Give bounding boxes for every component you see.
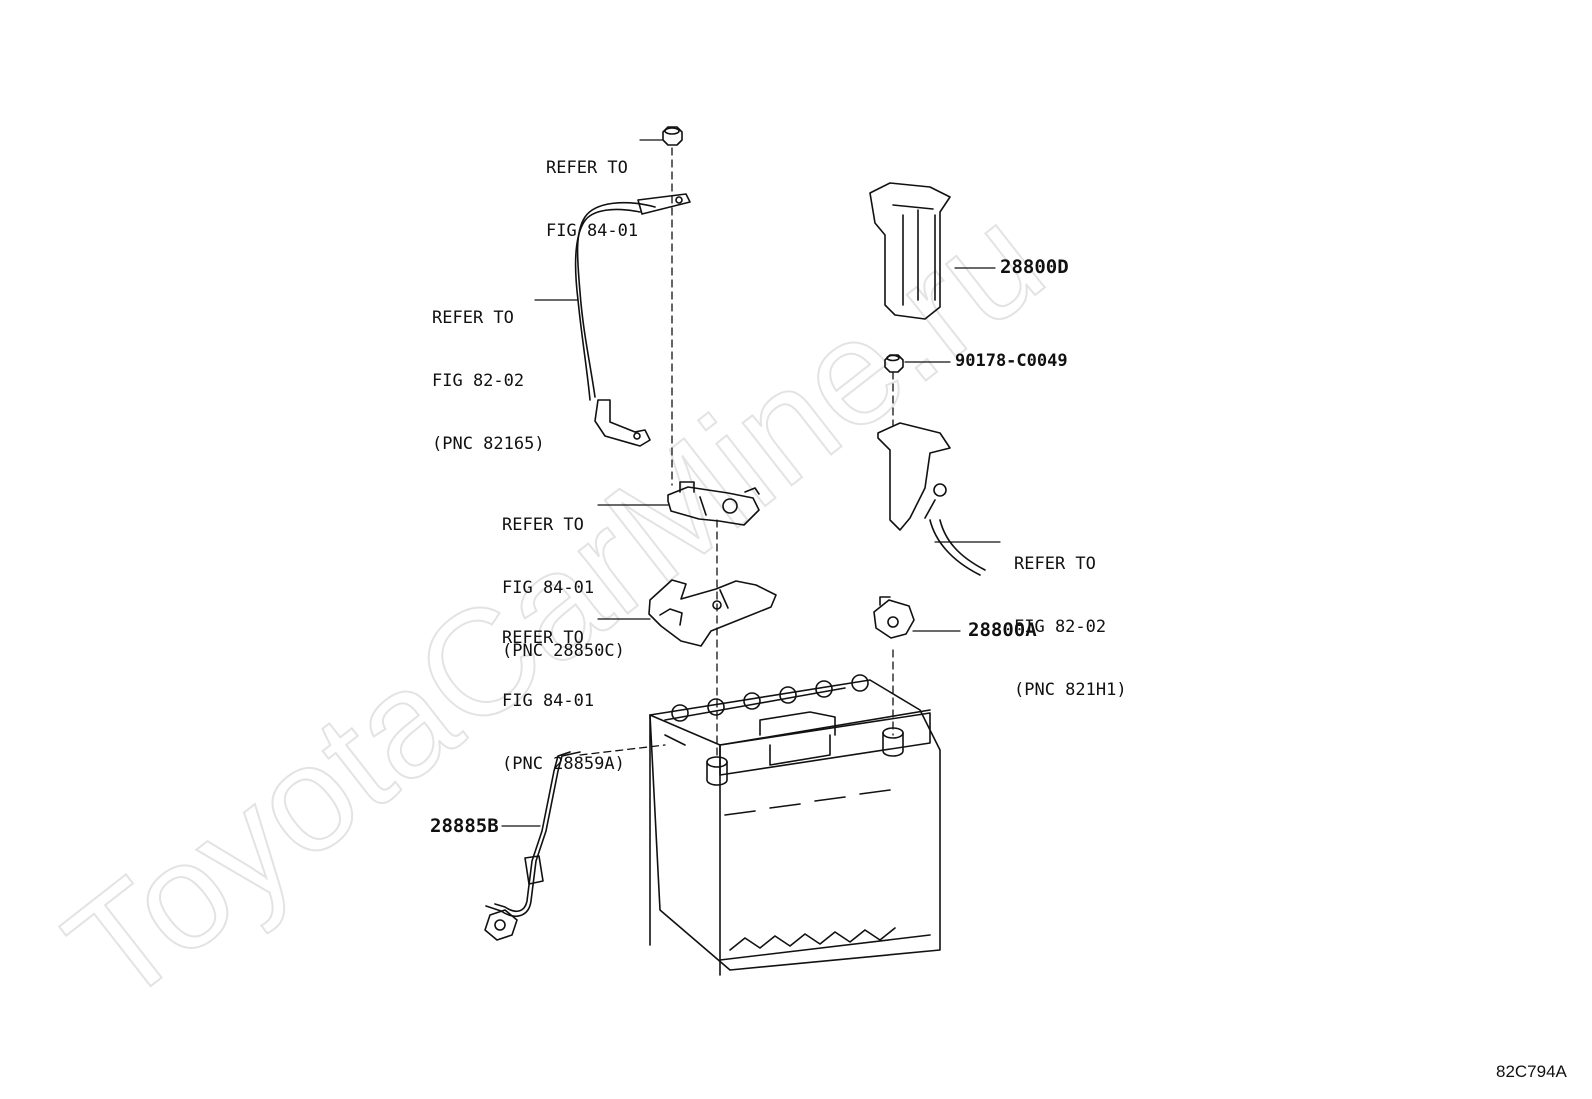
callout-wire-harness: REFER TO FIG 82-02 (PNC 821H1)	[1014, 512, 1127, 743]
terminal-cover-icon	[869, 182, 951, 320]
callout-line: REFER TO	[432, 308, 514, 328]
sensor-bracket-icon	[648, 579, 777, 647]
callout-line: REFER TO	[1014, 554, 1096, 574]
callout-line: (PNC 28850C)	[502, 641, 625, 661]
callout-cable: REFER TO FIG 82-02 (PNC 82165)	[432, 266, 545, 497]
assembly-lines	[579, 147, 894, 761]
figure-code: 82C794A	[1496, 1062, 1567, 1081]
harness-bracket-icon	[877, 422, 986, 576]
callout-line: FIG 84-01	[502, 578, 595, 598]
top-nut-icon	[662, 126, 683, 146]
callout-line: REFER TO	[502, 515, 584, 535]
battery-terminal-icon	[873, 596, 915, 639]
callout-line: (PNC 82165)	[432, 434, 545, 454]
nut-icon	[884, 354, 904, 373]
terminal-clamp-icon	[667, 481, 760, 526]
battery-cable-icon	[574, 193, 691, 447]
callout-line: (PNC 821H1)	[1014, 680, 1127, 700]
part-number-cover: 28800D	[1000, 256, 1069, 278]
callout-terminal-nut: REFER TO FIG 84-01	[546, 116, 638, 284]
part-number-vent-hose: 28885B	[430, 815, 499, 837]
callout-line: REFER TO	[502, 628, 584, 648]
callout-line: FIG 84-01	[502, 691, 595, 711]
callout-sensor-bracket: REFER TO FIG 84-01 (PNC 28859A)	[502, 586, 625, 817]
vent-hose-icon	[484, 751, 581, 941]
part-number-nut: 90178-C0049	[955, 351, 1068, 371]
callout-line: FIG 82-02	[432, 371, 525, 391]
callout-line: FIG 84-01	[546, 221, 639, 241]
callout-terminal-clamp: REFER TO FIG 84-01 (PNC 28850C)	[502, 473, 625, 704]
leader-lines	[501, 139, 1001, 827]
callout-line: (PNC 28859A)	[502, 754, 625, 774]
battery-icon	[649, 674, 941, 976]
callout-line: REFER TO	[546, 158, 628, 178]
part-number-terminal: 28800A	[968, 619, 1037, 641]
callout-line: FIG 82-02	[1014, 617, 1107, 637]
